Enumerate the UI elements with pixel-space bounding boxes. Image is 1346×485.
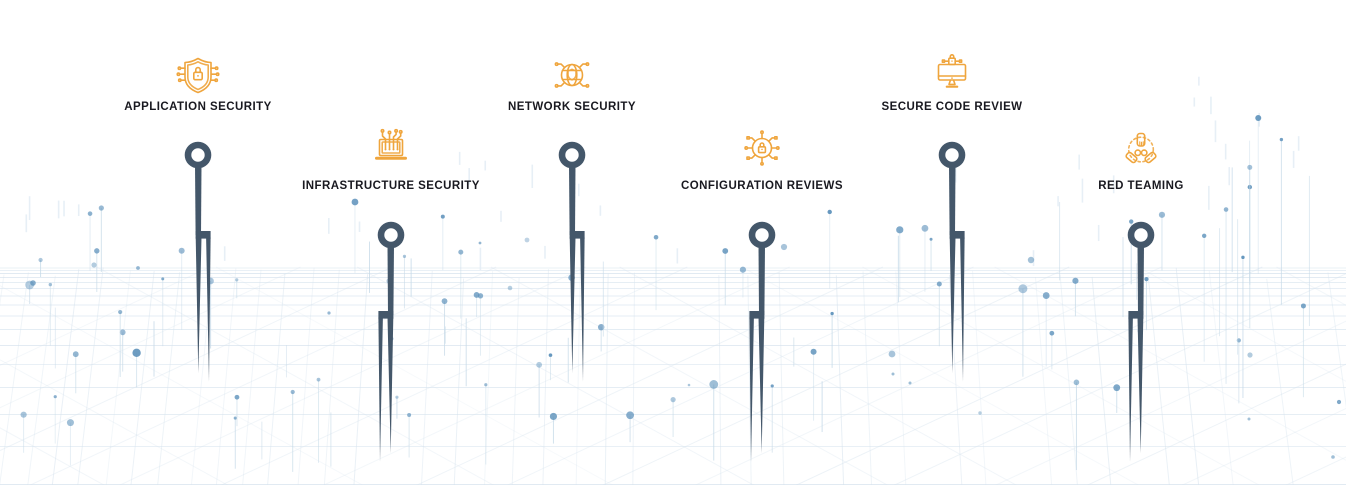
shield-lock-circuit-icon xyxy=(174,51,222,99)
service-item-configuration-reviews: CONFIGURATION REVIEWS xyxy=(642,124,882,465)
service-item-secure-code-review: SECURE CODE REVIEW xyxy=(832,51,1072,385)
lock-network-spokes-icon xyxy=(738,124,786,172)
service-label: RED TEAMING xyxy=(1098,180,1184,192)
service-item-application-security: APPLICATION SECURITY xyxy=(78,51,318,385)
service-label: APPLICATION SECURITY xyxy=(124,101,272,113)
pin-marker-icon xyxy=(922,141,982,385)
laptop-circuit-icon xyxy=(367,124,415,172)
pin-marker-icon xyxy=(542,141,602,385)
pin-marker-icon xyxy=(1111,221,1171,465)
globe-circuit-icon xyxy=(548,51,596,99)
pin-marker-icon xyxy=(361,221,421,465)
service-item-infrastructure-security: INFRASTRUCTURE SECURITY xyxy=(271,124,511,465)
service-label: NETWORK SECURITY xyxy=(508,101,636,113)
service-item-network-security: NETWORK SECURITY xyxy=(452,51,692,385)
service-label: SECURE CODE REVIEW xyxy=(881,101,1023,113)
service-label: INFRASTRUCTURE SECURITY xyxy=(302,180,480,192)
hands-together-icon xyxy=(1117,124,1165,172)
pin-marker-icon xyxy=(732,221,792,465)
service-label: CONFIGURATION REVIEWS xyxy=(681,180,843,192)
service-item-red-teaming: RED TEAMING xyxy=(1021,124,1261,465)
pin-marker-icon xyxy=(168,141,228,385)
monitor-padlock-icon xyxy=(928,51,976,99)
